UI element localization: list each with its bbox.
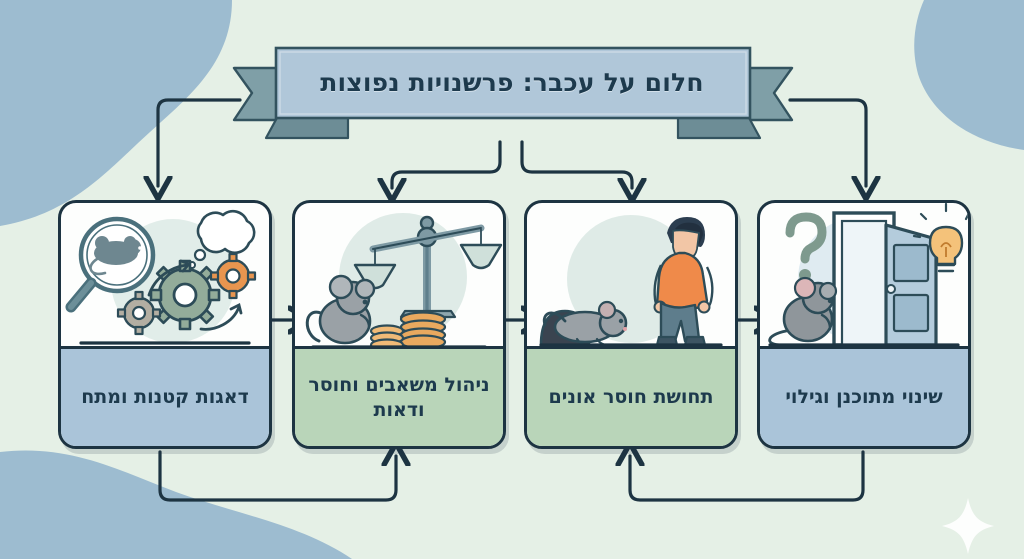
mouse-icon <box>89 236 142 276</box>
curved-arrow-icon <box>147 259 243 331</box>
background-blob-bottom-left <box>0 450 352 559</box>
card-2-band: ניהול משאבים וחוסר ודאות <box>295 346 503 446</box>
card-3-illustration <box>527 203 735 349</box>
banner-face <box>274 46 752 120</box>
card-1-illustration <box>61 203 269 349</box>
mouse-icon <box>768 276 838 347</box>
dejected-person-icon <box>653 217 714 347</box>
banner-flap-right <box>676 114 762 140</box>
background-blob-top-left <box>0 0 232 226</box>
card-1-band: דאגות קטנות ומתח <box>61 346 269 446</box>
background-blob-top-right <box>914 0 1024 150</box>
card-4-illustration <box>760 203 968 349</box>
arrow-banner-to-card-4 <box>788 98 866 186</box>
card-planned-change[interactable]: שינוי מתוכנן וגילוי <box>757 200 971 449</box>
card-2-label: ניהול משאבים וחוסר ודאות <box>308 374 490 421</box>
card-helplessness[interactable]: תחושת חוסר אונים <box>524 200 738 449</box>
sparkle-icon <box>942 498 994 554</box>
banner-flap-left <box>264 114 350 140</box>
open-door-icon <box>832 211 938 347</box>
card-4-band: שינוי מתוכנן וגילוי <box>760 346 968 446</box>
mouse-icon <box>542 300 628 347</box>
mouse-icon <box>305 274 376 345</box>
card-1-label: דאגות קטנות ומתח <box>81 386 249 409</box>
arrow-banner-to-card-1 <box>158 98 242 186</box>
lightbulb-icon <box>912 203 968 273</box>
banner-title-text: חלום על עכבר: פרשנויות נפוצות <box>320 67 704 97</box>
arrow-banner-to-card-3 <box>520 140 632 188</box>
title-banner: חלום על עכבר: פרשנויות נפוצות <box>232 46 794 142</box>
card-3-label: תחושת חוסר אונים <box>548 386 714 409</box>
arrow-feedback-card-1-to-card-2 <box>158 452 396 502</box>
art-backdrop-circle <box>339 213 467 341</box>
arrow-banner-to-card-2 <box>392 140 502 188</box>
card-small-worries[interactable]: דאגות קטנות ומתח <box>58 200 272 449</box>
card-4-label: שינוי מתוכנן וגילוי <box>785 386 943 409</box>
card-2-illustration <box>295 203 503 349</box>
card-resource-management[interactable]: ניהול משאבים וחוסר ודאות <box>292 200 506 449</box>
arrow-feedback-card-4-to-card-3 <box>630 452 865 502</box>
gear-icon <box>116 252 257 336</box>
thought-bubble-icon <box>188 209 256 269</box>
card-3-band: תחושת חוסר אונים <box>527 346 735 446</box>
